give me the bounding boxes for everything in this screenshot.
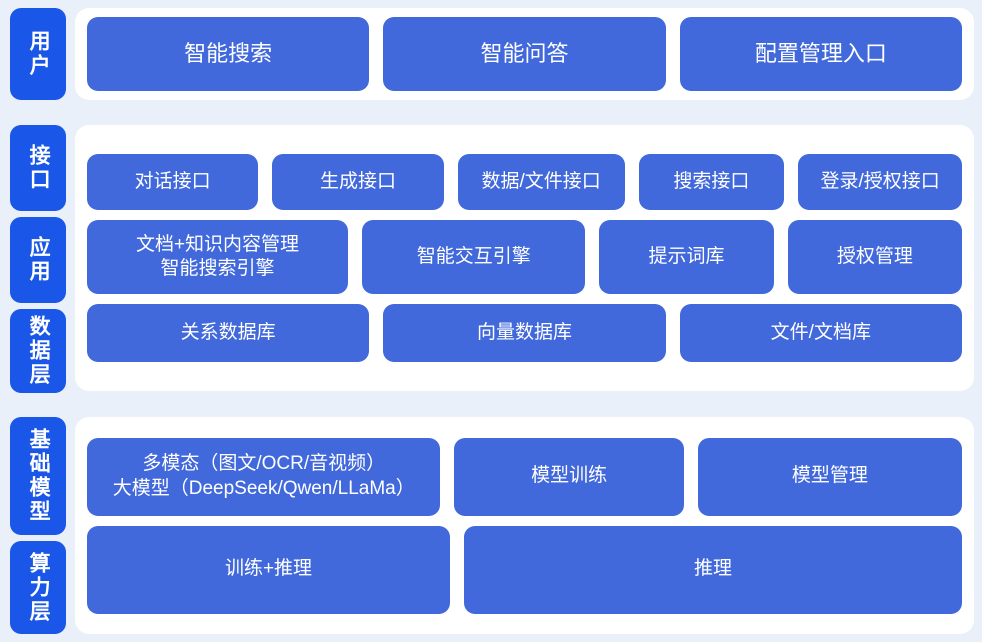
box-model-management[interactable]: 模型管理 — [697, 437, 962, 516]
box-relational-database[interactable]: 关系数据库 — [87, 304, 370, 363]
row-user: 智能搜索 智能问答 配置管理入口 — [87, 17, 962, 91]
rail-tab-compute-layer[interactable]: 算力层 — [10, 541, 66, 634]
panel-user: 智能搜索 智能问答 配置管理入口 — [75, 8, 974, 100]
box-dialog-api[interactable]: 对话接口 — [87, 154, 259, 211]
rail-tab-foundation-model-label: 基础模型 — [27, 428, 51, 525]
section-user: 用户 智能搜索 智能问答 配置管理入口 — [0, 0, 982, 106]
box-file-document-store[interactable]: 文件/文档库 — [679, 304, 962, 363]
rail-tab-user-label: 用户 — [27, 29, 51, 78]
band-spacer-1 — [0, 105, 982, 120]
box-smart-interaction-engine[interactable]: 智能交互引擎 — [362, 220, 586, 295]
rail-tab-application[interactable]: 应用 — [10, 217, 66, 304]
box-vector-database[interactable]: 向量数据库 — [383, 304, 666, 363]
rail-user: 用户 — [10, 8, 66, 100]
rail-tab-compute-layer-label: 算力层 — [27, 551, 51, 624]
row-interface: 对话接口 生成接口 数据/文件接口 搜索接口 登录/授权接口 — [87, 154, 962, 211]
box-search-api[interactable]: 搜索接口 — [638, 154, 785, 211]
box-prompt-library[interactable]: 提示词库 — [599, 220, 774, 295]
box-config-management-entry[interactable]: 配置管理入口 — [679, 17, 962, 91]
box-model-training[interactable]: 模型训练 — [454, 437, 684, 516]
box-authorization-management[interactable]: 授权管理 — [787, 220, 963, 295]
rail-model: 基础模型 算力层 — [10, 417, 66, 634]
box-doc-knowledge-management[interactable]: 文档+知识内容管理 智能搜索引擎 — [87, 220, 349, 295]
box-data-file-api[interactable]: 数据/文件接口 — [457, 154, 625, 211]
rail-tab-foundation-model[interactable]: 基础模型 — [10, 417, 66, 536]
rail-tab-data-layer[interactable]: 数据层 — [10, 309, 66, 394]
rail-tab-user[interactable]: 用户 — [10, 8, 66, 100]
row-data-layer: 关系数据库 向量数据库 文件/文档库 — [87, 304, 962, 363]
rail-tab-application-label: 应用 — [27, 236, 51, 285]
row-compute-layer: 训练+推理 推理 — [87, 525, 962, 614]
panel-model: 多模态（图文/OCR/音视频） 大模型（DeepSeek/Qwen/LLaMa）… — [75, 417, 974, 634]
section-middle: 接口 应用 数据层 对话接口 生成接口 数据/文件接口 搜索接口 登录/授权接口… — [0, 119, 982, 397]
rail-middle: 接口 应用 数据层 — [10, 125, 66, 394]
box-smart-qa[interactable]: 智能问答 — [383, 17, 666, 91]
box-smart-search[interactable]: 智能搜索 — [87, 17, 370, 91]
box-generation-api[interactable]: 生成接口 — [272, 154, 444, 211]
panel-middle: 对话接口 生成接口 数据/文件接口 搜索接口 登录/授权接口 文档+知识内容管理… — [75, 125, 974, 392]
band-spacer-2 — [0, 397, 982, 412]
rail-tab-interface-label: 接口 — [27, 144, 51, 193]
box-training-plus-inference[interactable]: 训练+推理 — [87, 525, 451, 614]
box-inference[interactable]: 推理 — [464, 525, 962, 614]
box-multimodal-large-model[interactable]: 多模态（图文/OCR/音视频） 大模型（DeepSeek/Qwen/LLaMa） — [87, 437, 441, 516]
rail-tab-interface[interactable]: 接口 — [10, 125, 66, 212]
section-model: 基础模型 算力层 多模态（图文/OCR/音视频） 大模型（DeepSeek/Qw… — [0, 411, 982, 642]
rail-tab-data-layer-label: 数据层 — [27, 315, 51, 388]
row-foundation-model: 多模态（图文/OCR/音视频） 大模型（DeepSeek/Qwen/LLaMa）… — [87, 437, 962, 516]
row-application: 文档+知识内容管理 智能搜索引擎 智能交互引擎 提示词库 授权管理 — [87, 220, 963, 295]
box-login-auth-api[interactable]: 登录/授权接口 — [798, 154, 962, 211]
